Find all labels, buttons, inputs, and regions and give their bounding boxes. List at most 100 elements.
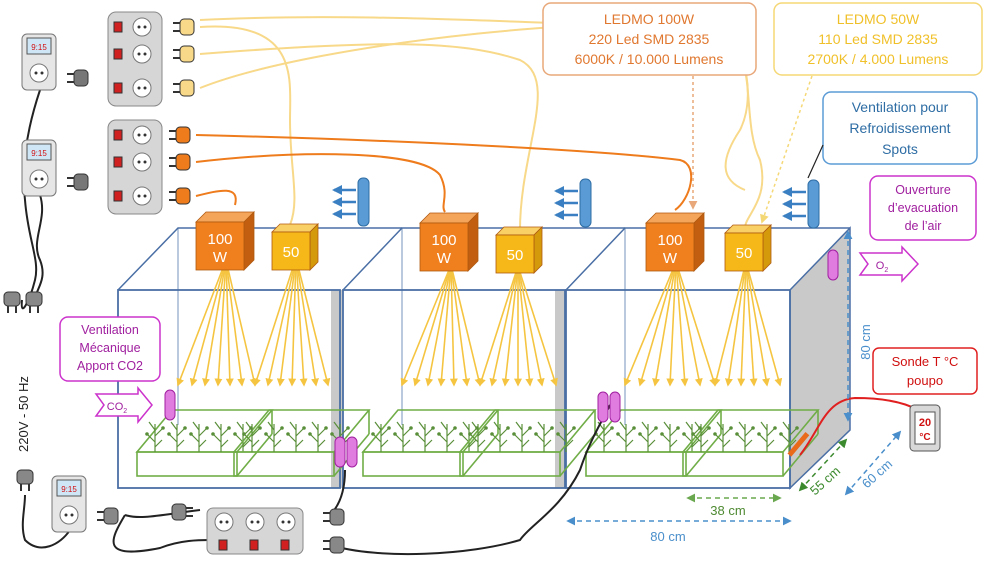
plant [371,421,391,452]
plug [25,291,43,313]
lamp-label: 100 [207,231,232,248]
light-ray [176,259,227,387]
svg-text:110 Led SMD 2835: 110 Led SMD 2835 [818,31,938,47]
lamp-100w: 100W [419,212,479,272]
timer-2: 9:15 [21,139,57,197]
plant [286,421,306,452]
cooling-fans [332,177,820,229]
light-ray [413,264,452,387]
socket [132,78,152,98]
light-ray [745,261,770,387]
light-ray [225,259,234,387]
light-ray [517,265,558,387]
plant [638,421,658,452]
plant [616,421,636,452]
svg-text:d’evacuation: d’evacuation [888,201,958,215]
svg-text:80 cm: 80 cm [650,529,685,544]
light-ray [675,261,703,387]
light-ray [449,264,458,387]
co2-intake-fan [164,389,176,421]
light-beams [176,257,783,387]
sonde-probe [787,431,810,457]
lamp-50w: 50 [724,224,772,272]
switch [280,539,290,551]
callout-sonde: Sonde T °C poupo [872,347,978,395]
light-ray [637,261,677,387]
plug [97,507,119,525]
light-ray [724,261,747,387]
switch [249,539,259,551]
cable-black-4 [124,509,201,519]
light-ray [202,259,227,387]
callout-ledmo-100w: LEDMO 100W 220 Led SMD 2835 6000K / 10.0… [542,2,757,210]
socket [132,17,152,37]
light-ray [450,264,483,387]
light-ray [501,265,519,387]
plant [167,421,187,452]
svg-text:Mécanique: Mécanique [79,341,140,355]
plug [173,45,195,63]
svg-text:220 Led SMD 2835: 220 Led SMD 2835 [589,31,710,47]
light-ray [437,264,452,387]
svg-text:de l’air: de l’air [905,219,942,233]
co2-arrow: CO2 [94,385,153,425]
plug [323,536,345,554]
plant [145,421,165,452]
plug [169,153,191,171]
divider-fans-2 [597,391,621,423]
callout-exhaust: Ouverture d’evacuation de l’air [869,175,977,241]
o2-arrow: O2 [858,245,920,283]
light-ray [450,264,471,387]
light-ray [225,259,246,387]
cable-black-5 [329,404,611,556]
dimension-tray: 38 cm [686,493,782,518]
light-ray [225,259,258,387]
plugs-orange [169,126,191,205]
lamp-label: 50 [283,244,300,261]
plug [171,503,193,521]
plant [189,421,209,452]
plant [779,421,799,452]
svg-text:Refroidissement: Refroidissement [849,120,950,136]
svg-text:Spots: Spots [882,141,918,157]
socket [132,125,152,145]
cooling-fan [782,179,820,229]
svg-text:55 cm: 55 cm [807,463,843,498]
exhaust-vent [827,249,839,281]
light-ray [623,261,677,387]
svg-text:O2: O2 [876,260,889,274]
plugs-black [3,69,345,554]
plant-tray [681,409,820,477]
switch [218,539,228,551]
light-ray [745,261,758,387]
svg-text:poupo: poupo [907,373,943,388]
dimension-depth-outer: 60 cm [844,430,902,496]
lamp-label: W [437,250,452,267]
plug [3,291,21,313]
plant-tray [584,409,723,477]
switch [113,129,123,141]
svg-text:20: 20 [919,417,931,429]
plug [67,69,89,87]
light-ray [189,259,227,387]
socket [245,512,265,532]
light-ray [400,264,452,387]
tent-front-2 [342,289,566,489]
cable-black-7 [112,514,211,553]
svg-text:Ventilation: Ventilation [81,323,139,337]
svg-text:Sonde T °C: Sonde T °C [892,354,959,369]
divider-fans-1 [334,436,358,468]
lamp-label: 100 [657,232,682,249]
callout-ventilation-co2: Ventilation Mécanique Apport CO2 [59,316,161,382]
lamp-label: 100 [431,232,456,249]
light-ray [214,259,227,387]
timer-display: 9:15 [31,149,47,158]
light-ray [295,257,308,387]
lamp-label: 50 [736,245,753,262]
light-ray [737,261,747,387]
svg-text:Apport CO2: Apport CO2 [77,359,143,373]
light-ray [253,257,297,387]
timer-3: 9:15 [51,475,87,533]
svg-text:°C: °C [919,432,930,443]
